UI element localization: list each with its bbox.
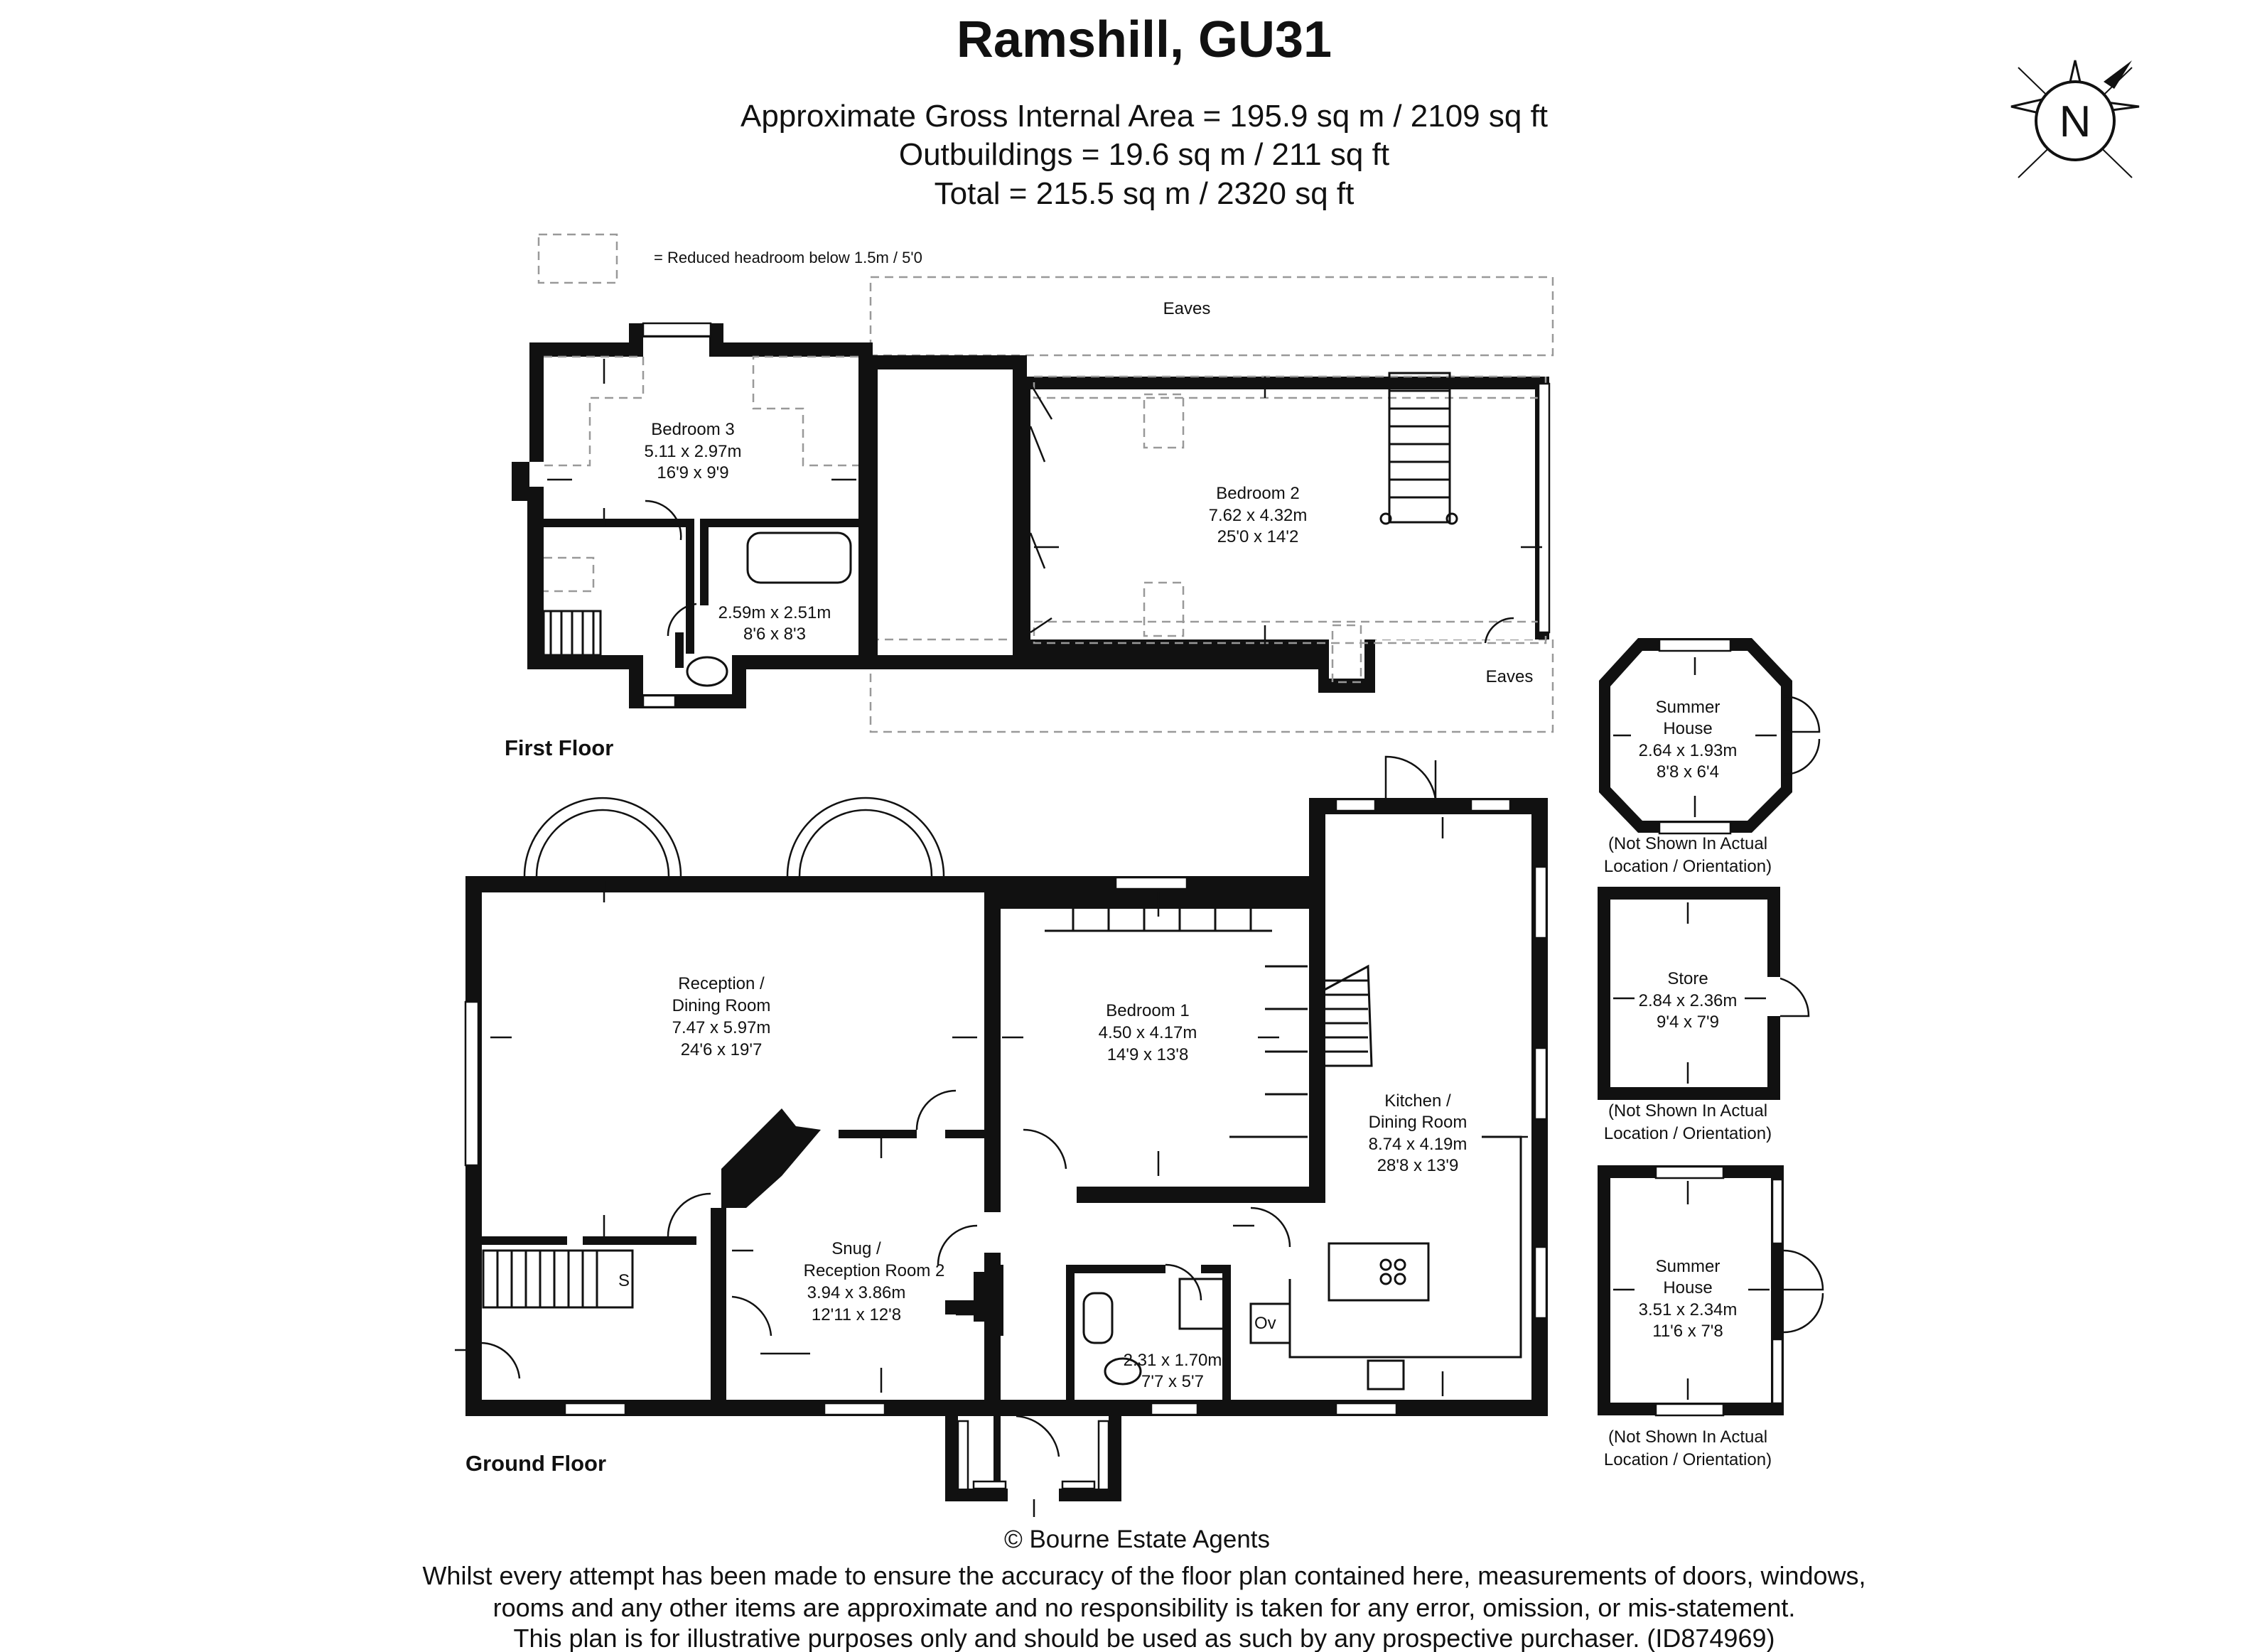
snug-metric: 3.94 x 3.86m (807, 1283, 906, 1302)
wc (1104, 1357, 1142, 1386)
bathroom-imperial: 8'6 x 8'3 (743, 625, 806, 644)
store-imperial: 9'4 x 7'9 (1657, 1013, 1719, 1032)
outbuilding-summer-house-2: Summer House 3.51 x 2.34m 11'6 x 7'8 (No… (1598, 1165, 1824, 1469)
kitchen-metric: 8.74 x 4.19m (1369, 1135, 1468, 1154)
snug-name-1: Snug / (831, 1239, 881, 1258)
summer-house-1-name-1: Summer (1656, 698, 1721, 717)
oven (1249, 1302, 1291, 1344)
total-area: Total = 215.5 sq m / 2320 sq ft (935, 176, 1355, 211)
bedroom3-name: Bedroom 3 (651, 420, 734, 439)
porch (945, 1415, 1121, 1517)
bedroom1-wardrobes (1045, 894, 1308, 1138)
gross-internal-area: Approximate Gross Internal Area = 195.9 … (741, 99, 1548, 134)
stairs-first-floor (542, 610, 602, 657)
bedroom3-metric: 5.11 x 2.97m (645, 442, 742, 461)
reception-name-1: Reception / (678, 974, 765, 993)
bedroom3-imperial: 16'9 x 9'9 (657, 463, 728, 482)
eaves-label-bottom: Eaves (1486, 667, 1534, 686)
summer-house-2-imperial: 11'6 x 7'8 (1652, 1322, 1723, 1341)
bedroom2-metric: 7.62 x 4.32m (1209, 506, 1308, 525)
first-floor-label: First Floor (505, 735, 613, 760)
kitchen-island (1328, 1242, 1430, 1302)
page-title: Ramshill, GU31 (957, 11, 1332, 68)
outbuildings-area: Outbuildings = 19.6 sq m / 211 sq ft (899, 137, 1389, 172)
summer-house-1-imperial: 8'8 x 6'4 (1657, 762, 1719, 782)
outbuilding-summer-house-1: Summer House 2.64 x 1.93m 8'8 x 6'4 (Not… (1599, 638, 1821, 876)
bedroom1-metric: 4.50 x 4.17m (1099, 1023, 1197, 1042)
outbuilding-store: Store 2.84 x 2.36m 9'4 x 7'9 (Not Shown … (1598, 887, 1810, 1143)
compass-north-label: N (2059, 97, 2091, 146)
snug-imperial: 12'11 x 12'8 (812, 1305, 901, 1324)
disclaimer-line-2: rooms and any other items are approximat… (493, 1593, 1796, 1622)
kitchen-sink (1367, 1359, 1405, 1391)
stairs-bedroom2 (1379, 372, 1458, 525)
store-metric: 2.84 x 2.36m (1639, 991, 1738, 1010)
bedroom1-imperial: 14'9 x 13'8 (1107, 1045, 1189, 1064)
snug-name-2: Reception Room 2 (804, 1261, 945, 1280)
stairs-ground-floor (482, 1249, 634, 1309)
kitchen-name-2: Dining Room (1369, 1113, 1468, 1132)
disclaimer-line-3: This plan is for illustrative purposes o… (514, 1624, 1775, 1652)
shower-room-imperial: 7'7 x 5'7 (1141, 1372, 1204, 1391)
disclaimer-line-1: Whilst every attempt has been made to en… (422, 1561, 1865, 1590)
ground-floor-plan: S (455, 755, 1548, 1517)
reception-name-2: Dining Room (672, 996, 771, 1015)
first-floor-plan: Eaves Eaves (505, 276, 1554, 760)
kitchen-imperial: 28'8 x 13'9 (1377, 1156, 1459, 1175)
store-note-2: Location / Orientation) (1604, 1124, 1772, 1143)
summer-house-1-note-2: Location / Orientation) (1604, 857, 1772, 876)
summer-house-2-name-1: Summer (1656, 1257, 1721, 1276)
store-note-1: (Not Shown In Actual (1608, 1101, 1767, 1121)
bedroom2-name: Bedroom 2 (1216, 484, 1299, 503)
compass-icon: N (2010, 60, 2140, 178)
summer-house-1-name-2: House (1663, 719, 1712, 738)
bedroom1-name: Bedroom 1 (1106, 1001, 1189, 1020)
reduced-headroom-swatch (537, 233, 618, 284)
store-name: Store (1667, 969, 1708, 988)
bathroom-metric: 2.59m x 2.51m (718, 603, 831, 622)
bedroom2-imperial: 25'0 x 14'2 (1217, 527, 1299, 546)
ground-floor-label: Ground Floor (465, 1451, 606, 1476)
summer-house-1-metric: 2.64 x 1.93m (1639, 741, 1738, 760)
stairs-kitchen (1321, 964, 1373, 1067)
wc-basin (1082, 1292, 1114, 1344)
oven-mark: Ov (1254, 1314, 1276, 1333)
kitchen-name-1: Kitchen / (1384, 1091, 1451, 1111)
summer-house-2-name-2: House (1663, 1278, 1712, 1297)
reception-metric: 7.47 x 5.97m (672, 1018, 771, 1037)
under-stairs-store-mark: S (618, 1271, 630, 1290)
summer-house-1-note-1: (Not Shown In Actual (1608, 834, 1767, 853)
summer-house-2-note-1: (Not Shown In Actual (1608, 1427, 1767, 1447)
agent-credit: © Bourne Estate Agents (1004, 1526, 1270, 1553)
reception-imperial: 24'6 x 19'7 (681, 1040, 763, 1059)
summer-house-2-note-2: Location / Orientation) (1604, 1450, 1772, 1469)
summer-house-2-metric: 3.51 x 2.34m (1639, 1300, 1738, 1319)
legend-text: = Reduced headroom below 1.5m / 5'0 (654, 249, 922, 266)
shower-room-metric: 2.31 x 1.70m (1124, 1351, 1222, 1370)
shower-tray (1178, 1278, 1231, 1330)
eaves-label-top: Eaves (1163, 299, 1211, 318)
